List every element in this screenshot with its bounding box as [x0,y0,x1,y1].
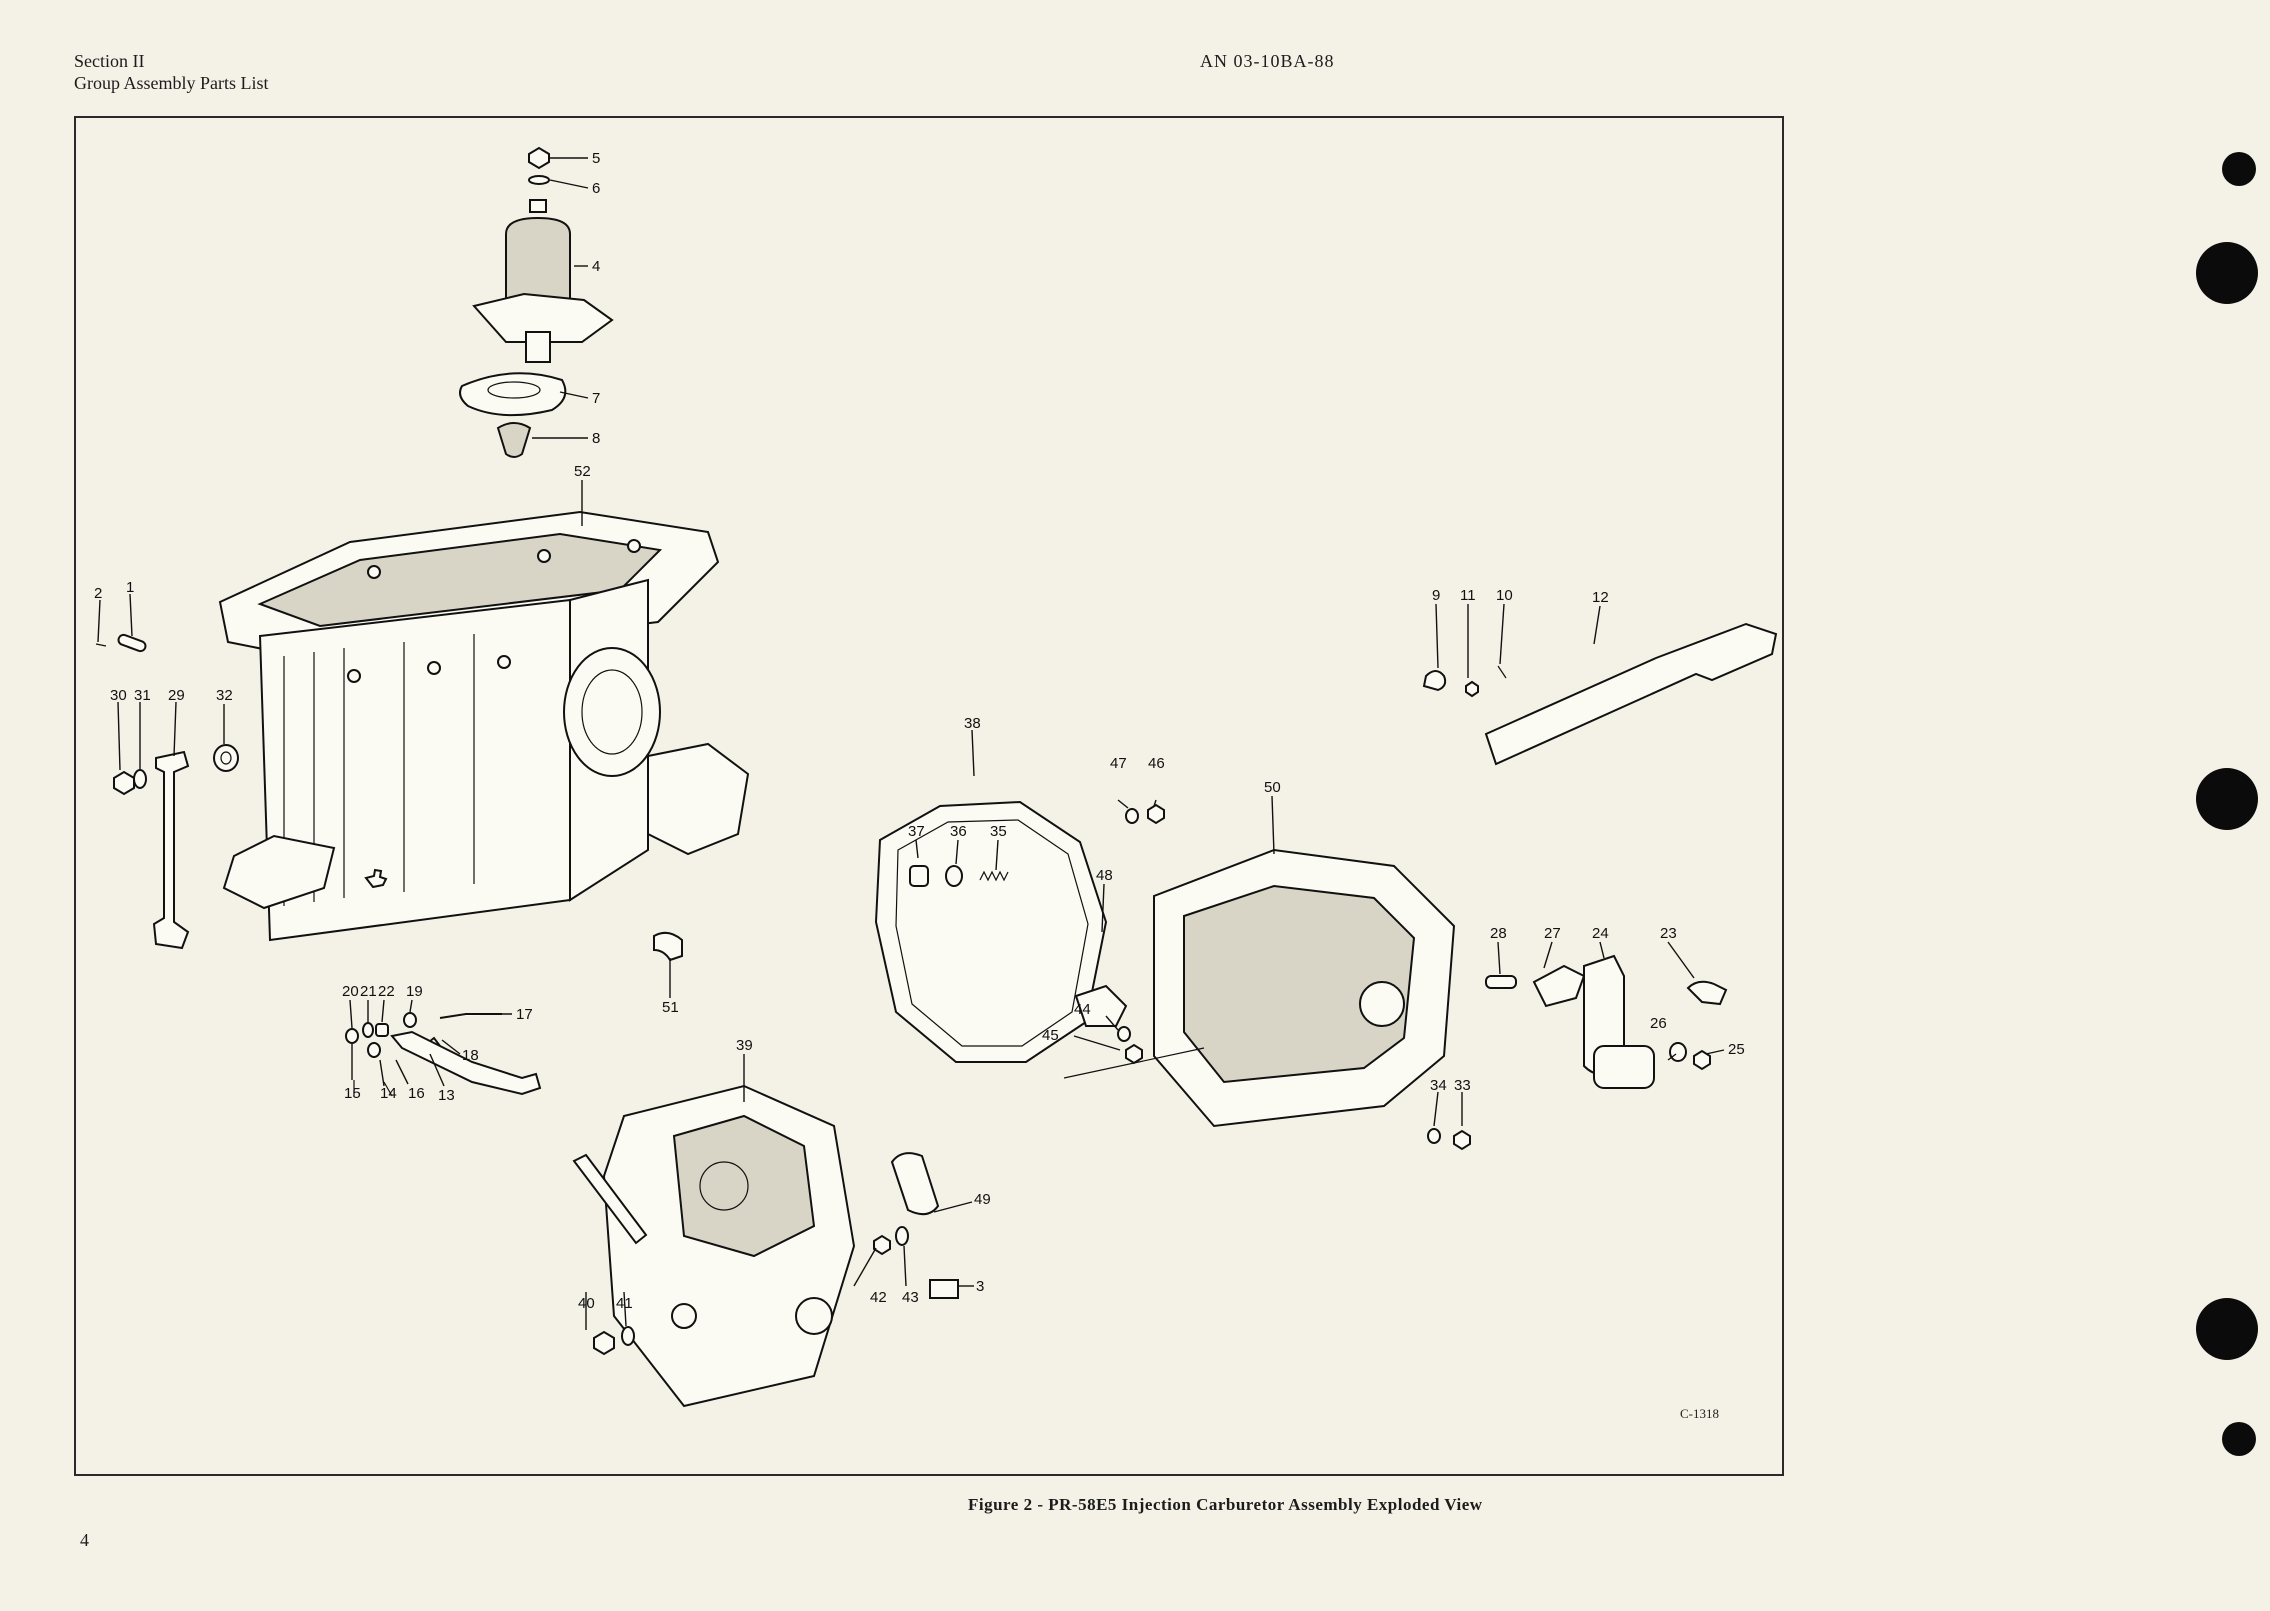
callout-44: 44 [1074,1001,1091,1018]
figure-frame [74,116,1784,1476]
callout-1: 1 [126,579,134,596]
callout-20: 20 [342,983,359,1000]
callout-30: 30 [110,687,127,704]
callout-28: 28 [1490,925,1507,942]
callout-24: 24 [1592,925,1609,942]
callout-6: 6 [592,180,600,197]
callout-12: 12 [1592,589,1609,606]
callout-45: 45 [1042,1027,1059,1044]
punch-hole [2222,152,2256,186]
callout-14: 14 [380,1085,397,1102]
callout-31: 31 [134,687,151,704]
page-header-left: Section II Group Assembly Parts List [74,50,269,94]
callout-2: 2 [94,585,102,602]
callout-29: 29 [168,687,185,704]
callout-39: 39 [736,1037,753,1054]
carburetor-body-drawing [218,510,750,942]
callout-labels: 5 6 4 7 8 52 1 2 30 31 29 32 20 21 22 19… [94,150,1745,1421]
callout-36: 36 [950,823,967,840]
exploded-view-drawing: 5 6 4 7 8 52 1 2 30 31 29 32 20 21 22 19… [94,146,1778,1421]
callout-48: 48 [1096,867,1113,884]
main-control-body-drawing [1063,803,1456,1128]
callout-10: 10 [1496,587,1513,604]
callout-40: 40 [578,1295,595,1312]
callout-17: 17 [516,1006,533,1023]
callout-42: 42 [870,1289,887,1306]
regulator-unit-drawing [572,1084,959,1408]
callout-27: 27 [1544,925,1561,942]
callout-51: 51 [662,999,679,1016]
elbow-fitting-51-drawing [653,931,683,962]
diaphragm-gasket-drawing [874,800,1108,1063]
punch-hole [2196,242,2258,304]
punch-hole [2222,1422,2256,1456]
document-number: AN 03-10BA-88 [1200,51,1335,71]
callout-32: 32 [216,687,233,704]
callout-11: 11 [1460,587,1476,604]
callout-4: 4 [592,258,600,275]
callout-35: 35 [990,823,1007,840]
callout-41: 41 [616,1295,633,1312]
callout-47: 47 [1110,755,1127,772]
callout-52: 52 [574,463,591,480]
callout-16: 16 [408,1085,425,1102]
section-label: Section II [74,51,145,71]
callout-50: 50 [1264,779,1281,796]
callout-7: 7 [592,390,600,407]
punch-hole [2196,768,2258,830]
callout-18: 18 [462,1047,479,1064]
callout-26: 26 [1650,1015,1667,1032]
callout-34: 34 [1430,1077,1447,1094]
leader-lines [97,157,1725,1330]
right-fittings-drawing [1422,622,1778,1151]
callout-46: 46 [1148,755,1165,772]
callout-22: 22 [378,983,395,1000]
drawing-code: C-1318 [1680,1406,1719,1421]
callout-21: 21 [360,983,377,1000]
figure-caption: Figure 2 - PR-58E5 Injection Carburetor … [968,1495,1483,1514]
callout-19: 19 [406,983,423,1000]
callout-43: 43 [902,1289,919,1306]
callout-38: 38 [964,715,981,732]
linkage-parts-drawing [345,1012,542,1097]
top-stack-drawing [459,146,614,458]
callout-9: 9 [1432,587,1440,604]
callout-15: 15 [344,1085,361,1102]
callout-33: 33 [1454,1077,1471,1094]
callout-49: 49 [974,1191,991,1208]
callout-37: 37 [908,823,925,840]
punch-hole [2196,1298,2258,1360]
callout-5: 5 [592,150,600,167]
callout-25: 25 [1728,1041,1745,1058]
page-number: 4 [80,1530,89,1550]
callout-13: 13 [438,1087,455,1104]
callout-23: 23 [1660,925,1677,942]
callout-8: 8 [592,430,600,447]
callout-3: 3 [976,1278,984,1295]
group-label: Group Assembly Parts List [74,73,269,93]
